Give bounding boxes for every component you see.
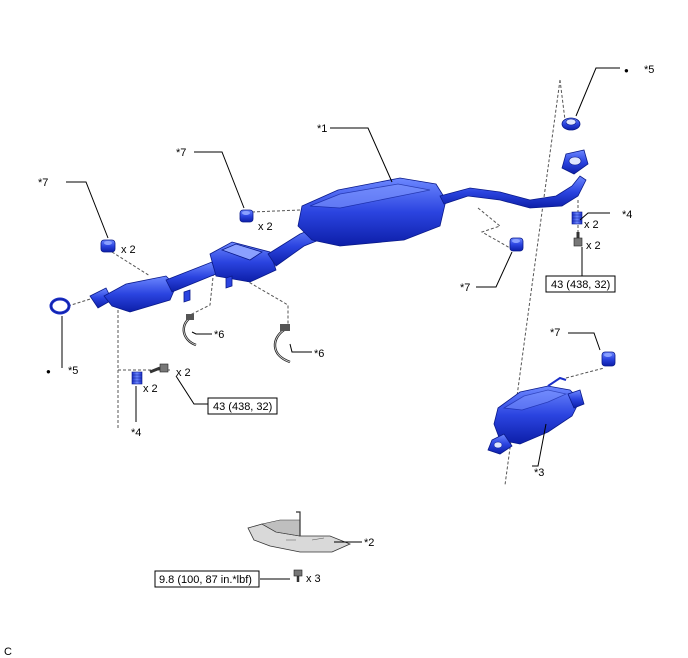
label-part7-mid: *7 xyxy=(460,282,470,294)
torque-left-text: 43 (438, 32) xyxy=(213,401,272,413)
insulator-bolt xyxy=(293,569,303,582)
torque-right-text: 43 (438, 32) xyxy=(551,279,610,291)
spring-left xyxy=(131,371,143,385)
label-part7-top: *7 xyxy=(176,147,186,159)
qty-top-hanger: x 2 xyxy=(258,221,273,233)
torque-box-right: 43 (438, 32) xyxy=(545,275,616,293)
label-part6-a: *6 xyxy=(214,329,224,341)
qty-bottom-bolt: x 3 xyxy=(306,573,321,585)
bullet-right: ● xyxy=(624,66,629,75)
label-part2: *2 xyxy=(364,537,374,549)
front-exhaust-pipe-assembly xyxy=(89,149,589,313)
label-part7-left: *7 xyxy=(38,177,48,189)
bolt-left xyxy=(149,363,169,374)
leader-lines xyxy=(61,67,620,580)
label-part3: *3 xyxy=(534,467,544,479)
bullet-left: ● xyxy=(46,367,51,376)
gasket-left xyxy=(49,297,71,315)
torque-box-bottom: 9.8 (100, 87 in.*lbf) xyxy=(154,570,260,588)
label-part6-b: *6 xyxy=(314,348,324,360)
label-part4-left: *4 xyxy=(131,427,141,439)
label-part5-left: *5 xyxy=(68,365,78,377)
label-part1: *1 xyxy=(317,123,327,135)
qty-left-bolt: x 2 xyxy=(176,367,191,379)
hanger-mid xyxy=(509,237,524,252)
tail-pipe-assembly xyxy=(487,376,585,455)
spring-right xyxy=(571,211,583,225)
torque-box-left: 43 (438, 32) xyxy=(207,397,278,415)
hanger-top xyxy=(239,209,254,223)
label-part5-right: *5 xyxy=(644,64,654,76)
bullet-markers: ● ● xyxy=(46,66,629,376)
figure-code: C xyxy=(4,646,12,658)
gasket-right xyxy=(561,117,581,131)
part-labels: *1 *2 *3 *4 *4 *5 *5 *6 *6 *7 *7 *7 *7 C xyxy=(4,64,654,658)
qty-left-spring: x 2 xyxy=(143,383,158,395)
heat-insulator xyxy=(247,511,352,553)
qty-right-spring: x 2 xyxy=(584,219,599,231)
bolt-right xyxy=(573,232,583,247)
hose-clamp-a xyxy=(182,314,197,347)
label-part4-right: *4 xyxy=(622,209,632,221)
hose-clamp-b xyxy=(273,324,291,364)
hanger-left xyxy=(100,239,116,253)
torque-bottom-text: 9.8 (100, 87 in.*lbf) xyxy=(159,574,252,586)
hanger-right xyxy=(601,351,616,367)
label-part7-right: *7 xyxy=(550,327,560,339)
quantity-labels: x 2 x 2 x 2 x 2 x 2 x 2 x 3 xyxy=(121,219,601,585)
qty-left-hanger: x 2 xyxy=(121,244,136,256)
qty-right-bolt: x 2 xyxy=(586,240,601,252)
